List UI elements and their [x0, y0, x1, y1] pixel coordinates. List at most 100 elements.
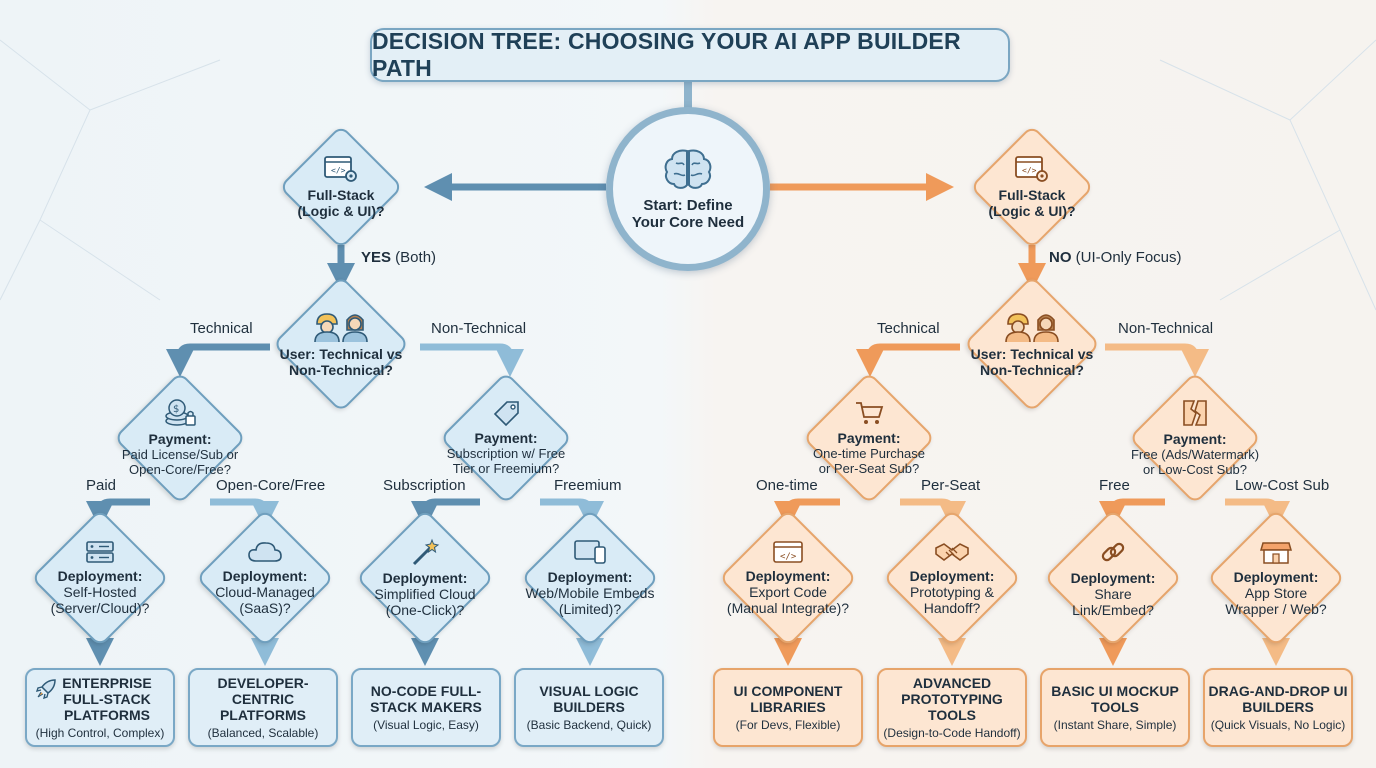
right-q1-line-1: Full-Stack	[998, 187, 1066, 203]
right-payB-line-2: or Low-Cost Sub?	[1142, 462, 1248, 477]
right-deploy-2-line-1: Prototyping &	[909, 584, 995, 600]
shopping-cart-icon	[856, 402, 884, 424]
left-payment-a: $ Payment: Paid License/Sub or Open-Core…	[105, 374, 255, 502]
leaf-7-title: BASIC UI MOCKUP TOOLS	[1051, 682, 1179, 715]
leaf-ui-component-libraries: UI COMPONENT LIBRARIES (For Devs, Flexib…	[713, 668, 863, 747]
start-node: Start: Define Your Core Need	[606, 107, 770, 271]
right-payA-title: Payment:	[837, 430, 901, 446]
right-branch-note: (UI-Only Focus)	[1071, 249, 1182, 266]
left-branch-label: YES (Both)	[361, 249, 436, 266]
left-technical-label: Technical	[190, 320, 253, 337]
users-icon	[314, 313, 368, 342]
left-deploy-4-line-2: (Limited)?	[558, 601, 622, 617]
edge-label-paid: Paid	[86, 477, 117, 494]
left-deploy-3: Deployment: Simplified Cloud (One-Click)…	[347, 526, 503, 630]
right-payB-title: Payment:	[1163, 431, 1227, 447]
leaf-4-title: VISUAL LOGIC BUILDERS	[539, 682, 639, 715]
right-deploy-1-title: Deployment:	[745, 568, 831, 584]
leaf-6-sub: (Design-to-Code Handoff)	[883, 725, 1021, 740]
left-deploy-2-line-2: (SaaS)?	[239, 600, 291, 616]
left-deploy-1-line-1: Self-Hosted	[63, 584, 137, 600]
right-branch-no: NO	[1049, 249, 1072, 266]
code-gear-icon: </>	[324, 156, 357, 182]
server-icon	[86, 541, 114, 563]
svg-text:</>: </>	[1022, 166, 1037, 175]
magic-wand-icon	[412, 538, 440, 566]
leaf-3-title: NO-CODE FULL-STACK MAKERS	[370, 682, 482, 715]
right-deploy-1: </> Deployment: Export Code (Manual Inte…	[710, 526, 866, 630]
left-nontechnical-label: Non-Technical	[431, 320, 527, 337]
code-window-icon: </>	[773, 541, 803, 563]
left-deploy-3-title: Deployment:	[382, 570, 468, 586]
diagram-title: DECISION TREE: CHOOSING YOUR AI APP BUIL…	[370, 28, 1010, 82]
left-payB-title: Payment:	[474, 430, 538, 446]
leaf-1-sub: (High Control, Complex)	[35, 725, 165, 740]
leaf-developer-centric: DEVELOPER-CENTRIC PLATFORMS (Balanced, S…	[188, 668, 338, 747]
right-deploy-4-line-1: App Store	[1244, 585, 1308, 601]
left-deploy-4-line-1: Web/Mobile Embeds	[525, 585, 655, 601]
edge-label-open-core: Open-Core/Free	[216, 477, 326, 494]
price-tag-icon	[493, 401, 519, 426]
coin-lock-icon: $	[165, 399, 196, 426]
right-branch-label: NO (UI-Only Focus)	[1049, 249, 1182, 266]
storefront-icon	[1260, 542, 1292, 564]
right-deploy-3-line-1: Share	[1094, 586, 1132, 602]
edge-label-low-cost-sub: Low-Cost Sub	[1235, 477, 1330, 494]
right-payB-line-1: Free (Ads/Watermark)	[1130, 447, 1260, 462]
leaf-visual-logic: VISUAL LOGIC BUILDERS (Basic Backend, Qu…	[514, 668, 664, 747]
right-deploy-4-line-2: Wrapper / Web?	[1225, 601, 1327, 617]
leaf-8-title: DRAG-AND-DROP UI BUILDERS	[1208, 682, 1348, 715]
right-deploy-1-line-2: (Manual Integrate)?	[726, 600, 850, 616]
left-branch-yes: YES	[361, 249, 392, 266]
left-deploy-2: Deployment: Cloud-Managed (SaaS)?	[187, 526, 343, 630]
left-deploy-4: Deployment: Web/Mobile Embeds (Limited)?	[512, 526, 668, 630]
leaf-advanced-prototyping: ADVANCED PROTOTYPING TOOLS (Design-to-Co…	[877, 668, 1027, 747]
left-deploy-2-title: Deployment:	[222, 568, 308, 584]
leaf-5-title: UI COMPONENT LIBRARIES	[733, 682, 843, 715]
left-deploy-4-title: Deployment:	[547, 569, 633, 585]
right-deploy-4: Deployment: App Store Wrapper / Web?	[1198, 526, 1354, 630]
edge-label-one-time: One-time	[756, 477, 818, 494]
right-deploy-1-line-1: Export Code	[749, 584, 827, 600]
rocket-icon	[35, 679, 56, 700]
leaf-drag-and-drop: DRAG-AND-DROP UI BUILDERS (Quick Visuals…	[1203, 668, 1353, 747]
left-payment-b: Payment: Subscription w/ Free Tier or Fr…	[431, 374, 581, 502]
left-payB-line-1: Subscription w/ Free	[446, 446, 566, 461]
edge-label-per-seat: Per-Seat	[921, 477, 981, 494]
edge-label-freemium: Freemium	[554, 477, 622, 494]
link-icon	[1101, 542, 1125, 562]
users-icon	[1005, 313, 1059, 342]
code-gear-icon: </>	[1015, 156, 1048, 182]
start-line-2: Your Core Need	[631, 214, 745, 231]
leaf-2-sub: (Balanced, Scalable)	[207, 725, 319, 740]
leaf-basic-ui-mockup: BASIC UI MOCKUP TOOLS (Instant Share, Si…	[1040, 668, 1190, 747]
start-line-1: Start: Define	[643, 197, 733, 214]
left-payA-line-2: Open-Core/Free?	[129, 462, 231, 477]
right-deploy-3: Deployment: Share Link/Embed?	[1035, 526, 1191, 630]
svg-text:</>: </>	[331, 166, 346, 175]
left-branch-note: (Both)	[391, 249, 437, 266]
edge-label-subscription: Subscription	[383, 477, 466, 494]
leaf-no-code-full-stack: NO-CODE FULL-STACK MAKERS (Visual Logic,…	[351, 668, 501, 747]
left-q1-line-1: Full-Stack	[307, 187, 375, 203]
leaf-3-sub: (Visual Logic, Easy)	[373, 717, 479, 732]
leaf-7-sub: (Instant Share, Simple)	[1053, 717, 1177, 732]
left-q2-line-2: Non-Technical?	[289, 362, 393, 378]
leaf-5-sub: (For Devs, Flexible)	[735, 717, 841, 732]
right-deploy-2-line-2: Handoff?	[923, 600, 981, 616]
broken-tag-icon	[1183, 400, 1207, 426]
leaf-4-sub: (Basic Backend, Quick)	[526, 717, 652, 732]
left-deploy-1-title: Deployment:	[57, 568, 143, 584]
right-nontechnical-label: Non-Technical	[1118, 320, 1214, 337]
svg-text:$: $	[173, 404, 179, 415]
left-deploy-3-line-2: (One-Click)?	[385, 602, 465, 618]
right-deploy-2: Deployment: Prototyping & Handoff?	[874, 526, 1030, 630]
left-payA-line-1: Paid License/Sub or	[121, 447, 239, 462]
right-payA-line-1: One-time Purchase	[813, 446, 925, 461]
leaf-8-sub: (Quick Visuals, No Logic)	[1210, 717, 1346, 732]
right-payment-b: Payment: Free (Ads/Watermark) or Low-Cos…	[1120, 374, 1270, 502]
left-deploy-3-line-1: Simplified Cloud	[374, 586, 476, 602]
right-technical-label: Technical	[877, 320, 940, 337]
leaf-2-title: DEVELOPER-CENTRIC PLATFORMS	[217, 674, 309, 723]
left-fullstack-question: </> Full-Stack (Logic & UI)?	[271, 128, 411, 246]
